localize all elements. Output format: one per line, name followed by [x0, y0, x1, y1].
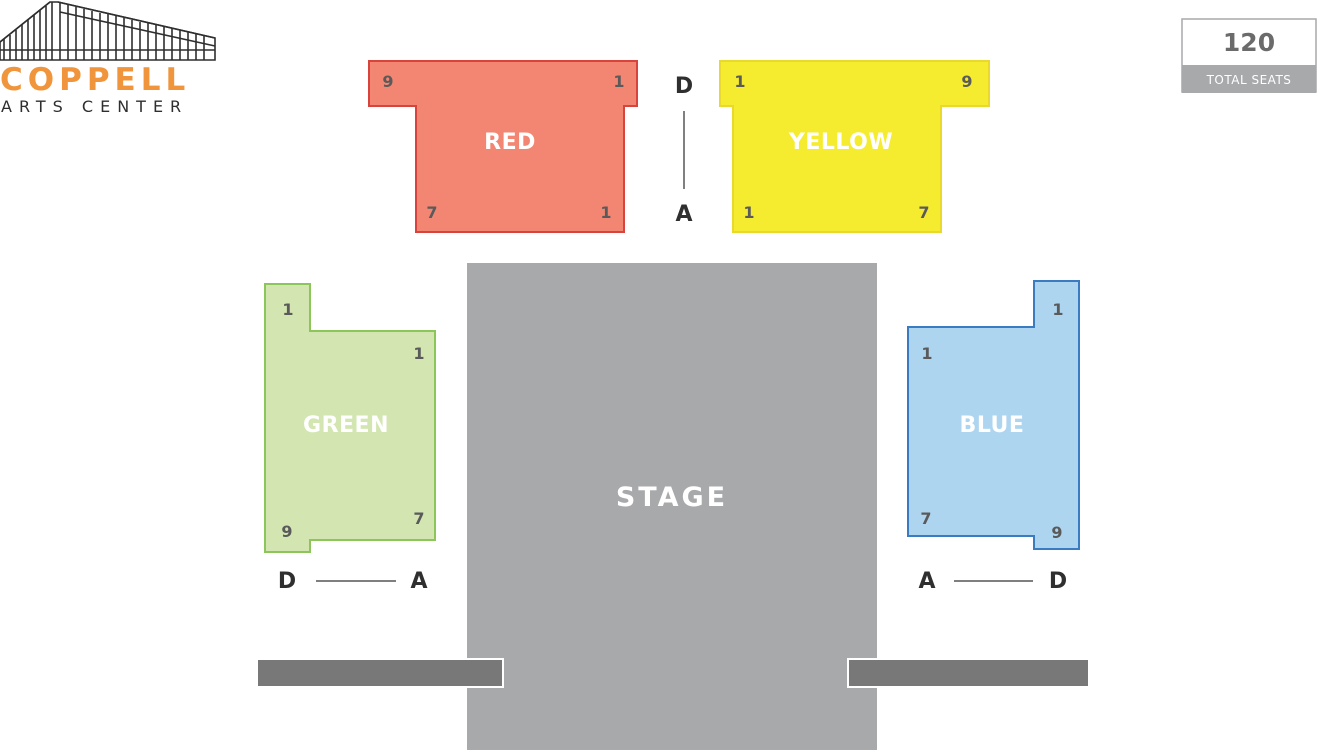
- row-letter: D: [278, 569, 296, 594]
- right-platform: [847, 658, 1090, 688]
- seat-number: 1: [743, 203, 754, 222]
- section-green[interactable]: GREEN 1 1 9 7: [264, 283, 436, 553]
- seat-number: 9: [382, 72, 393, 91]
- section-green-label: GREEN: [303, 413, 389, 438]
- stage-label: STAGE: [616, 482, 728, 513]
- seat-number: 9: [281, 522, 292, 541]
- left-platform: [256, 658, 504, 688]
- seat-number: 7: [426, 203, 437, 222]
- logo-name: COPPELL: [0, 62, 190, 98]
- section-blue-label: BLUE: [960, 413, 1025, 438]
- seat-number: 1: [282, 300, 293, 319]
- logo-subtitle: ARTS CENTER: [1, 97, 188, 116]
- stage: STAGE: [467, 263, 877, 750]
- total-seats-box: 120 TOTAL SEATS: [1181, 18, 1317, 93]
- building-icon: [0, 1, 216, 61]
- seat-number: 1: [1052, 300, 1063, 319]
- seat-number: 7: [413, 509, 424, 528]
- seat-number: 1: [921, 344, 932, 363]
- row-letter: A: [675, 202, 692, 227]
- row-letter: A: [918, 569, 935, 594]
- row-letter: D: [1049, 569, 1067, 594]
- seat-number: 1: [413, 344, 424, 363]
- seat-number: 9: [961, 72, 972, 91]
- row-indicator-right: A D: [918, 569, 1067, 594]
- row-indicator-top: D A: [675, 74, 693, 227]
- seat-number: 7: [920, 509, 931, 528]
- coppell-logo: COPPELL ARTS CENTER: [0, 1, 216, 116]
- seat-number: 1: [734, 72, 745, 91]
- section-blue[interactable]: BLUE 1 1 7 9: [907, 280, 1080, 550]
- total-seats-label: TOTAL SEATS: [1206, 73, 1292, 87]
- seat-number: 7: [918, 203, 929, 222]
- section-yellow[interactable]: YELLOW 1 9 1 7: [719, 60, 990, 233]
- section-red-label: RED: [484, 130, 536, 155]
- seat-number: 9: [1051, 523, 1062, 542]
- section-yellow-label: YELLOW: [788, 130, 893, 155]
- seat-number: 1: [613, 72, 624, 91]
- seat-number: 1: [600, 203, 611, 222]
- section-red[interactable]: RED 9 1 7 1: [368, 60, 638, 233]
- row-letter: A: [410, 569, 427, 594]
- row-letter: D: [675, 74, 693, 99]
- row-indicator-left: D A: [278, 569, 428, 594]
- total-seats-count: 120: [1223, 28, 1275, 57]
